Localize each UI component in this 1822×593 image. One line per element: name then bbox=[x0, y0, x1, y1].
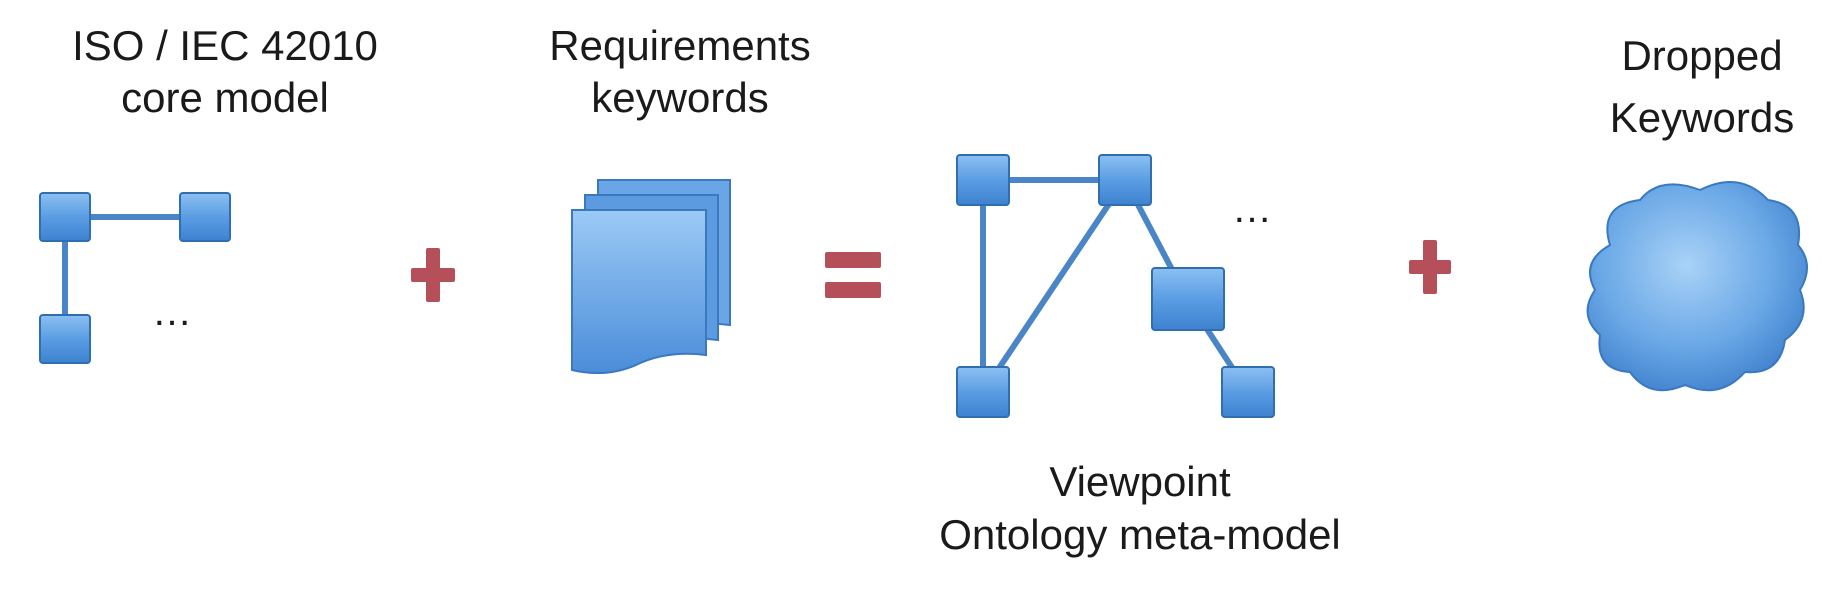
core-model-label-line2: core model bbox=[121, 74, 329, 121]
core-node-top-right bbox=[179, 192, 231, 242]
requirements-group: Requirements keywords bbox=[549, 22, 811, 374]
dropped-keywords-group: Dropped Keywords bbox=[1586, 32, 1808, 392]
requirements-label-line2: keywords bbox=[591, 74, 768, 121]
plus-icon bbox=[1409, 240, 1451, 294]
vp-edge-diagonal bbox=[980, 177, 1128, 395]
vp-node-top-right bbox=[1098, 154, 1152, 206]
viewpoint-label-line1: Viewpoint bbox=[1049, 458, 1231, 505]
dropped-label-line1: Dropped bbox=[1621, 32, 1782, 79]
core-node-top-left bbox=[39, 192, 91, 242]
equals-icon bbox=[825, 252, 881, 298]
vp-node-top-left bbox=[956, 154, 1010, 206]
vp-node-bottom-left bbox=[956, 366, 1010, 418]
document-stack-icon bbox=[571, 179, 731, 374]
vp-ellipsis: … bbox=[1232, 187, 1272, 231]
dropped-label-line2: Keywords bbox=[1610, 94, 1794, 141]
viewpoint-group: … Viewpoint Ontology meta-model bbox=[939, 154, 1341, 558]
viewpoint-label-line2: Ontology meta-model bbox=[939, 511, 1341, 558]
cloud-icon bbox=[1586, 181, 1808, 392]
vp-node-middle bbox=[1151, 267, 1225, 331]
vp-node-bottom-right bbox=[1221, 366, 1275, 418]
core-model-label-line1: ISO / IEC 42010 bbox=[72, 22, 378, 69]
requirements-label-line1: Requirements bbox=[549, 22, 810, 69]
plus-icon bbox=[411, 248, 455, 302]
core-node-bottom bbox=[39, 314, 91, 364]
core-ellipsis: … bbox=[152, 290, 192, 334]
core-model-group: ISO / IEC 42010 core model … bbox=[39, 22, 378, 364]
